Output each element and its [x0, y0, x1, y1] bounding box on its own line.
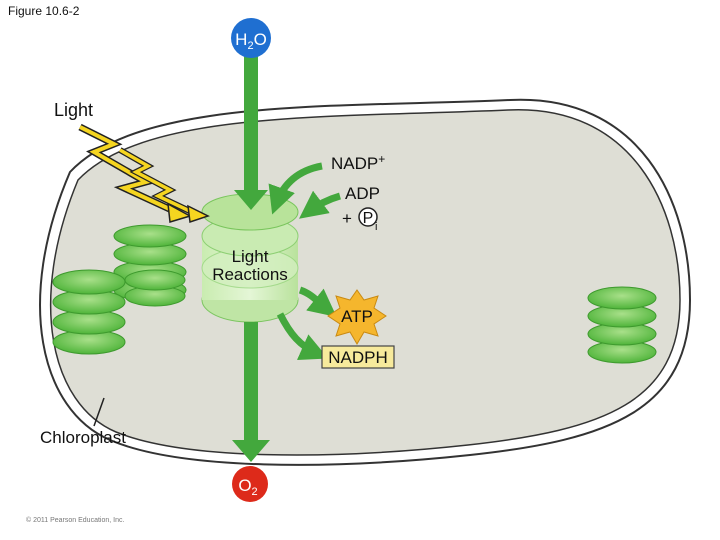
adp-input-arrow: [299, 190, 342, 219]
adp-label: ADP: [345, 184, 380, 203]
water-o: O: [254, 30, 267, 49]
granum-middle: [124, 269, 186, 307]
oxygen-o: O: [238, 476, 251, 495]
light-reactions-line1: Light: [231, 247, 269, 266]
chloroplast-label: Chloroplast: [40, 428, 126, 447]
atp-output-arrow: [298, 286, 337, 317]
nadp-label: NADP+: [331, 152, 385, 174]
light-reactions-label: Light Reactions: [203, 248, 297, 284]
granum-left-front: [52, 269, 126, 355]
phosphate-letter: P: [363, 210, 374, 227]
nadp-input-arrow: [268, 162, 323, 215]
svg-text:H2O: H2O: [235, 30, 267, 52]
nadp-text: NADP: [331, 154, 379, 173]
copyright-notice: © 2011 Pearson Education, Inc.: [26, 517, 125, 524]
oxygen-circle: [232, 466, 268, 502]
atp-label: ATP: [341, 307, 373, 326]
water-oxygen-arrow: [232, 50, 270, 462]
atp-burst: [327, 289, 387, 345]
nadph-output-arrow: [276, 312, 329, 360]
plus-sign: +: [342, 209, 352, 228]
light-label: Light: [54, 100, 94, 120]
chloroplast-pointer: [93, 397, 105, 427]
oxygen-sub: 2: [252, 486, 258, 498]
nadph-box: [321, 345, 395, 369]
water-sub: 2: [247, 40, 253, 52]
water-h: H: [235, 30, 247, 49]
light-reactions-line2: Reactions: [212, 265, 288, 284]
water-circle: [231, 18, 271, 58]
granum-right: [587, 286, 657, 364]
figure-title: Figure 10.6-2: [8, 4, 80, 18]
phosphate-circle: [358, 207, 378, 227]
svg-text:O2: O2: [238, 476, 257, 498]
nadph-label: NADPH: [328, 348, 388, 367]
phosphate-subscript: i: [375, 221, 378, 233]
chloroplast-inner-membrane: [49, 109, 681, 456]
nadp-charge: +: [378, 152, 386, 166]
